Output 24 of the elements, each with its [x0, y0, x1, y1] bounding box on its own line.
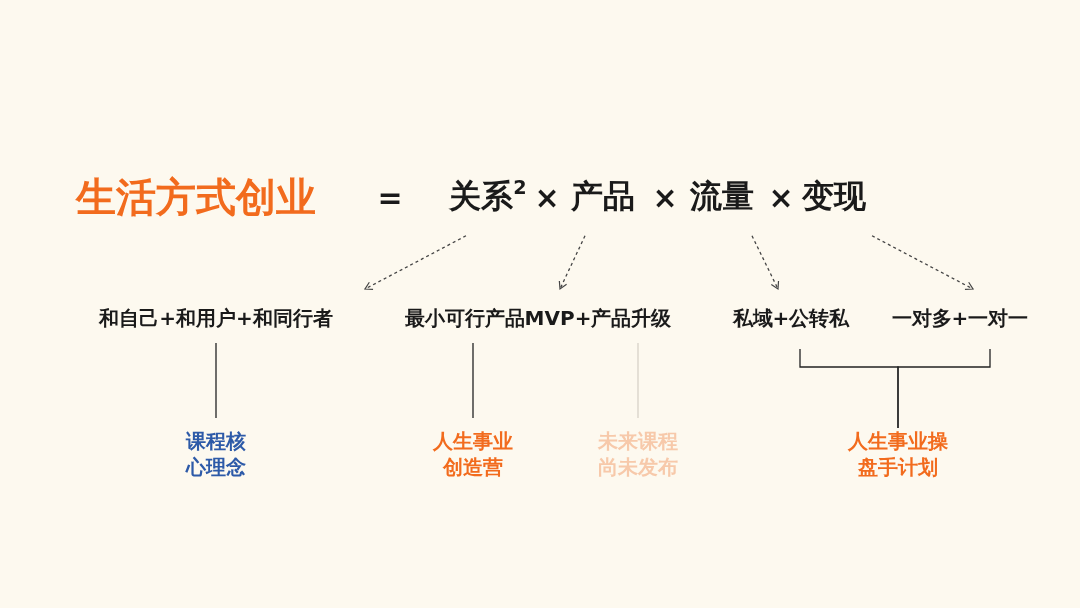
- dashed-arrow: [871, 235, 974, 290]
- connector-line: [897, 348, 991, 429]
- math-operator: ×: [768, 179, 794, 215]
- math-operator: =: [377, 179, 403, 215]
- program-label: 人生事业创造营: [431, 428, 515, 480]
- formula-term: 产品: [571, 176, 635, 218]
- connector-line: [215, 342, 217, 419]
- component-text: 私域+公转私: [732, 305, 850, 331]
- component-text: 和自己+和用户+和同行者: [99, 305, 333, 331]
- formula-term: 关系$^{2}$: [449, 176, 527, 218]
- formula-term: 变现: [802, 176, 866, 218]
- program-label: 课程核心理念: [184, 428, 248, 480]
- dashed-arrow: [364, 235, 467, 290]
- formula-term: 生活方式创业: [76, 172, 316, 222]
- math-operator: ×: [652, 179, 678, 215]
- component-text: 一对多+一对一: [891, 305, 1029, 331]
- formula-term: 流量: [690, 176, 754, 218]
- dashed-arrow: [558, 235, 586, 290]
- math-operator: ×: [534, 179, 560, 215]
- program-label: 人生事业操盘手计划: [846, 428, 950, 480]
- dashed-arrow: [751, 235, 780, 290]
- program-label: 未来课程尚未发布: [596, 428, 680, 480]
- connector-line: [472, 342, 474, 419]
- component-text: 最小可行产品MVP+产品升级: [404, 305, 672, 331]
